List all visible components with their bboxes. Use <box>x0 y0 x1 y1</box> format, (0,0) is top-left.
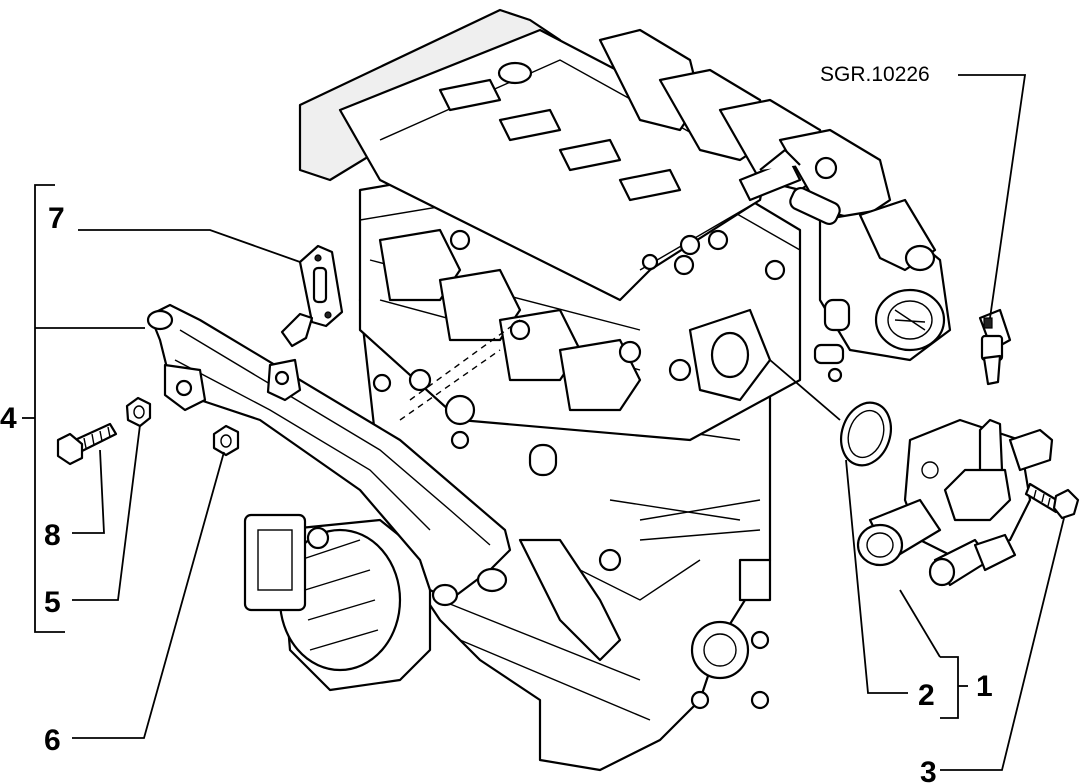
o-ring-part-2 <box>840 401 892 467</box>
nut-part-5 <box>125 396 152 428</box>
oil-filter <box>243 513 432 692</box>
throttle-body <box>813 198 952 383</box>
callout-5: 5 <box>44 586 61 619</box>
thermostat-housing-part-1 <box>856 418 1054 587</box>
bolt-part-3 <box>1024 482 1080 520</box>
gasket-part-7 <box>298 244 344 328</box>
temperature-sensor <box>280 308 1012 386</box>
exhaust-ports <box>378 228 642 412</box>
bolt-part-8 <box>56 422 118 466</box>
heater-pipe-fittings <box>738 148 841 226</box>
callout-8: 8 <box>44 519 61 552</box>
cam-cover-ribs <box>438 78 682 202</box>
nut-part-6 <box>212 424 240 457</box>
callout-1: 1 <box>976 670 993 703</box>
callout-6: 6 <box>44 724 61 757</box>
leader-lines <box>22 74 1065 771</box>
callout-2: 2 <box>918 679 935 712</box>
coolant-pipe-part-4 <box>146 303 512 607</box>
callout-4: 4 <box>0 402 17 435</box>
callout-3: 3 <box>920 756 937 784</box>
callout-7: 7 <box>48 202 65 235</box>
reference-code-label: SGR.10226 <box>820 63 930 86</box>
